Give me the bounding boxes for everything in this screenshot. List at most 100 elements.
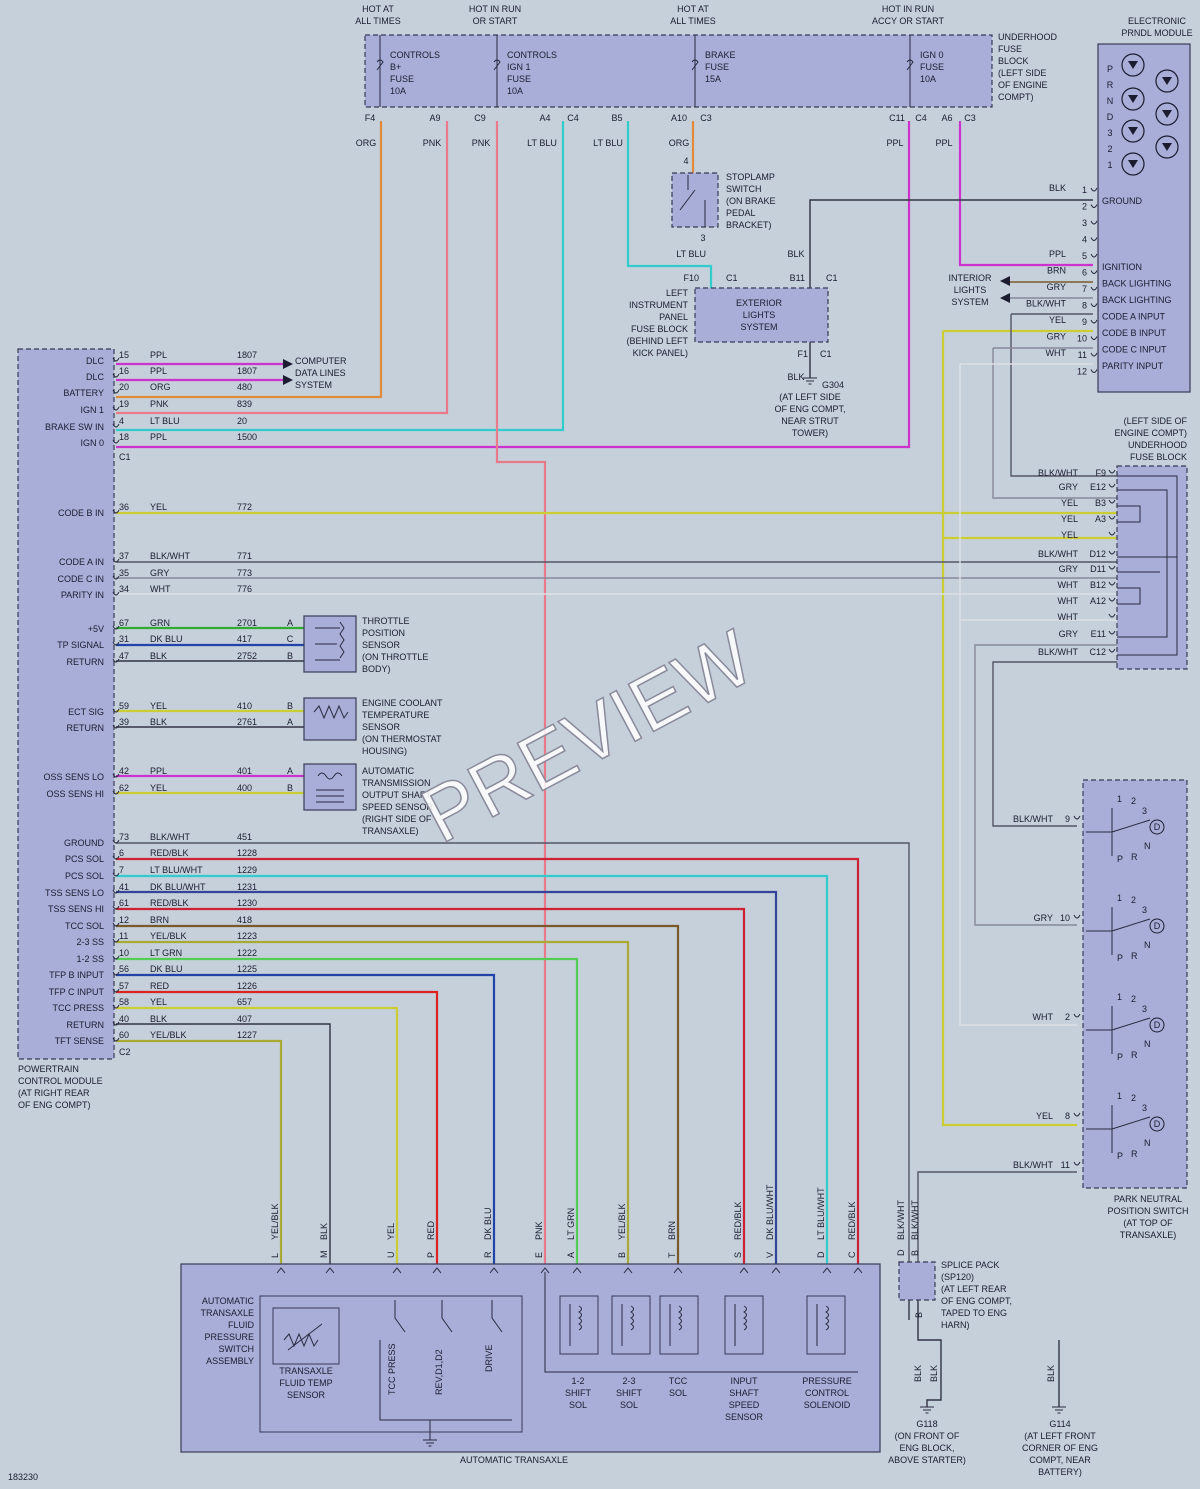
pnp-glyph-r-3: R <box>1131 1149 1138 1159</box>
transaxle-pin-T-8: T <box>667 1252 677 1258</box>
pnp-glyph-3-2: 3 <box>1142 1004 1147 1014</box>
ip-blk-wire: BLK <box>787 249 804 259</box>
pnp-pin-tick-2 <box>1073 1013 1081 1018</box>
pcm-pin-tick-c2-10 <box>112 1004 120 1009</box>
pnp-glyph-r-2: R <box>1131 1050 1138 1060</box>
fps-assembly-label-line-2: FLUID <box>228 1320 255 1330</box>
pcm-wire-color-c2-0: BLK/WHT <box>150 832 191 842</box>
splice-pack-label-line-2: (AT LEFT REAR <box>941 1284 1007 1294</box>
pcm-circuit-c1-4: 20 <box>237 416 247 426</box>
transaxle-pin-arrow-10 <box>771 1267 781 1274</box>
sol-12-coil <box>569 1304 582 1346</box>
splice-pack-label-line-3: OF ENG COMPT, <box>941 1296 1012 1306</box>
pressure-switch-label-1: REV,D1,D2 <box>434 1349 444 1395</box>
pnp-contact-circle-1 <box>1149 918 1165 934</box>
pcm-label-c1-2: BATTERY <box>63 388 104 398</box>
pcm-label-tp-0: +5V <box>88 624 104 634</box>
pnp-title-line-0: PARK NEUTRAL <box>1114 1194 1182 1204</box>
wire-ground-blkwht <box>116 842 910 1262</box>
pcm-pin-tick-oss-0 <box>112 773 120 778</box>
uh-right-pin-tick-7 <box>1108 581 1116 586</box>
pcm-label-code-3: PARITY IN <box>61 590 104 600</box>
pcm-circuit-c2-4: 1230 <box>237 898 257 908</box>
pcm-circuit-code-1: 771 <box>237 551 252 561</box>
prndl-pin-label-10: CODE C INPUT <box>1102 345 1167 355</box>
iss-label-line-2: SPEED <box>729 1400 760 1410</box>
prndl-led-5 <box>1155 102 1179 126</box>
fuse-symbol-2 <box>691 59 699 71</box>
wire-tfp-b-dkblu <box>116 973 496 1268</box>
iss-label-line-3: SENSOR <box>725 1412 764 1422</box>
ect-pin-B: B <box>287 701 293 711</box>
pnp-glyph-2-3: 2 <box>1131 1093 1136 1103</box>
tp-pin-A: A <box>287 618 293 628</box>
pcm-label-c2-3: TSS SENS LO <box>45 888 104 898</box>
pcm-label-code-0: CODE B IN <box>58 508 104 518</box>
oss-sensor-label-line-4: (RIGHT SIDE OF <box>362 814 432 824</box>
pcm-pin-tick-c2-3 <box>112 889 120 894</box>
pnp-glyph-d-2: D <box>1154 1020 1161 1030</box>
pressure-switch-2 <box>491 1300 503 1333</box>
fuse-pin-9: C4 <box>915 113 927 123</box>
fuse-wire-color-2: PNK <box>472 138 491 148</box>
uh-right-wire-color-5: BLK/WHT <box>1038 549 1079 559</box>
pcm-label-c1-5: IGN 0 <box>80 438 104 448</box>
pnp-contact-circle-0 <box>1149 819 1165 835</box>
pcs-label-line-2: SOLENOID <box>804 1400 851 1410</box>
tp-pin-C: C <box>287 634 294 644</box>
prndl-pin-11: 11 <box>1078 350 1087 360</box>
pnp-pin-tick-9 <box>1073 815 1081 820</box>
pnp-pin-tick-10 <box>1073 914 1081 919</box>
fuse-3-text-line-0: IGN 0 <box>920 50 944 60</box>
transaxle-pin-B-7: B <box>617 1252 627 1258</box>
pcm-pin-ect-0: 59 <box>119 701 129 711</box>
fuse-0-text-line-1: B+ <box>390 62 401 72</box>
pcm-label-c2-1: PCS SOL <box>65 854 104 864</box>
prndl-title-line-1: PRNDL MODULE <box>1121 28 1192 38</box>
stoplamp-wire-color: LT BLU <box>676 249 706 259</box>
pressure-switch-label-2: DRIVE <box>484 1344 494 1372</box>
pcm-pin-c2-0: 73 <box>119 832 129 842</box>
g304-wire-color: BLK <box>787 372 804 382</box>
pcm-title-line-2: (AT RIGHT REAR <box>18 1088 90 1098</box>
pcm-circuit-c2-0: 451 <box>237 832 252 842</box>
pcm-pin-tick-c2-1 <box>112 855 120 860</box>
ect-sensor-label-line-0: ENGINE COOLANT <box>362 698 443 708</box>
pcm-wire-color-c1-3: PNK <box>150 399 169 409</box>
pcm-pin-tick-tp-2 <box>112 658 120 663</box>
uh-right-wire-color-6: GRY <box>1059 564 1078 574</box>
pcm-pin-tick-code-2 <box>112 575 120 580</box>
interior-lights-label-line-1: LIGHTS <box>954 285 987 295</box>
stoplamp-label-line-4: BRACKET) <box>726 220 772 230</box>
pcs-label-line-0: PRESSURE <box>802 1376 852 1386</box>
pcm-pin-tick-c2-11 <box>112 1021 120 1026</box>
pnp-glyph-3-3: 3 <box>1142 1103 1147 1113</box>
pcm-wire-color-oss-0: PPL <box>150 766 167 776</box>
prndl-gear-P: P <box>1107 64 1113 74</box>
prndl-pin-label-11: PARITY INPUT <box>1102 361 1164 371</box>
pcm-pin-oss-0: 42 <box>119 766 129 776</box>
pcm-pin-code-2: 35 <box>119 568 129 578</box>
pcm-pin-tick-c2-5 <box>112 922 120 927</box>
pcm-wire-color-c1-2: ORG <box>150 382 171 392</box>
pcm-label-c2-6: 2-3 SS <box>76 937 104 947</box>
splice-pin-B-1: B <box>910 1250 920 1256</box>
pcm-pin-tick-c1-3 <box>112 406 120 411</box>
prndl-pin-7: 7 <box>1082 284 1087 294</box>
wire-prndl-ground-blk <box>809 199 1093 288</box>
pcm-wire-color-tp-0: GRN <box>150 618 170 628</box>
fuse-1-text-line-1: IGN 1 <box>507 62 531 72</box>
pcm-pin-c2-10: 58 <box>119 997 129 1007</box>
fps-assembly-label-line-1: TRANSAXLE <box>200 1308 254 1318</box>
uh-right-pin-C12: C12 <box>1089 647 1106 657</box>
g118-label-line-2: ENG BLOCK, <box>899 1443 954 1453</box>
pcm-circuit-c2-2: 1229 <box>237 865 257 875</box>
pcm-wire-color-c2-1: RED/BLK <box>150 848 189 858</box>
transaxle-wire-color-6: LT GRN <box>566 1208 576 1240</box>
prndl-wire-color-9: YEL <box>1049 315 1066 325</box>
uh-right-pin-E11: E11 <box>1091 629 1106 639</box>
fuse-wire-color-7: PPL <box>935 138 952 148</box>
wire-g118-blk <box>917 1300 942 1407</box>
pcm-pin-c1-3: 19 <box>119 399 129 409</box>
pnp-glyph-d-0: D <box>1154 822 1161 832</box>
